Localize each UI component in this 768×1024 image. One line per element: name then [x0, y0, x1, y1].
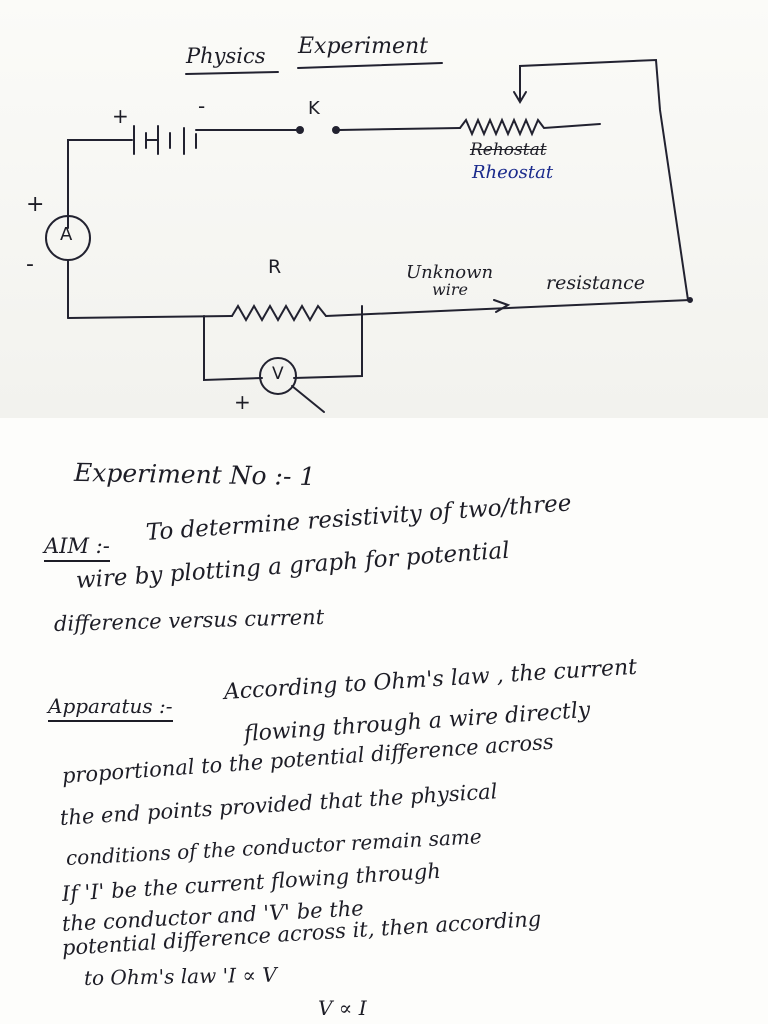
circuit-diagram — [45, 58, 693, 413]
ammeter-plus-sign: + — [26, 192, 45, 217]
paragraph-line-9: to Ohm's law 'I ∝ V — [83, 962, 277, 990]
rheostat-struck-label: Rehostat — [470, 140, 547, 160]
title-word-experiment: Experiment — [298, 34, 429, 59]
rheostat-label: Rheostat — [472, 162, 554, 183]
ammeter-label: A — [60, 224, 73, 245]
circuit-sheet — [0, 0, 768, 419]
unknown-wire-arrow — [493, 299, 511, 313]
experiment-heading: Experiment No :- 1 — [74, 458, 316, 491]
aim-label: AIM :- — [44, 534, 110, 562]
voltmeter-right-branch — [293, 305, 363, 379]
resistance-label: resistance — [546, 272, 645, 294]
voltmeter-circle — [259, 357, 297, 395]
rheostat-zigzag — [459, 117, 601, 137]
voltmeter-left-branch — [203, 315, 263, 382]
wire-left-top — [67, 139, 133, 229]
wire-bottom-left — [67, 315, 233, 319]
key-label: K — [308, 98, 320, 119]
title-word-physics: Physics — [186, 44, 266, 68]
voltmeter-plus-sign: + — [234, 390, 251, 414]
wire-bottom-right — [325, 299, 691, 317]
voltmeter-tail — [291, 385, 325, 413]
rheostat-slider-wire — [519, 58, 689, 301]
resistor-label: R — [268, 256, 282, 278]
battery-plus-sign: + — [112, 104, 129, 128]
ammeter-minus-sign: - — [26, 252, 34, 277]
junction-dot — [687, 297, 693, 303]
unknown-wire-label-line1: Unknown — [406, 262, 494, 283]
title-underline-2 — [297, 62, 443, 69]
paragraph-line-10: V ∝ I — [318, 996, 367, 1020]
key-contact-1 — [296, 126, 304, 134]
wire-key-rheostat — [338, 127, 461, 131]
battery-minus-sign: - — [198, 94, 206, 118]
resistor-zigzag — [231, 303, 327, 323]
unknown-wire-label-line2: wire — [432, 280, 468, 299]
experiment-heading-text: Experiment No :- 1 — [73, 457, 316, 492]
title-underline-1 — [185, 71, 279, 75]
voltmeter-label: V — [272, 364, 284, 384]
rheostat-arrow-head — [513, 91, 527, 104]
apparatus-label: Apparatus :- — [48, 694, 173, 722]
